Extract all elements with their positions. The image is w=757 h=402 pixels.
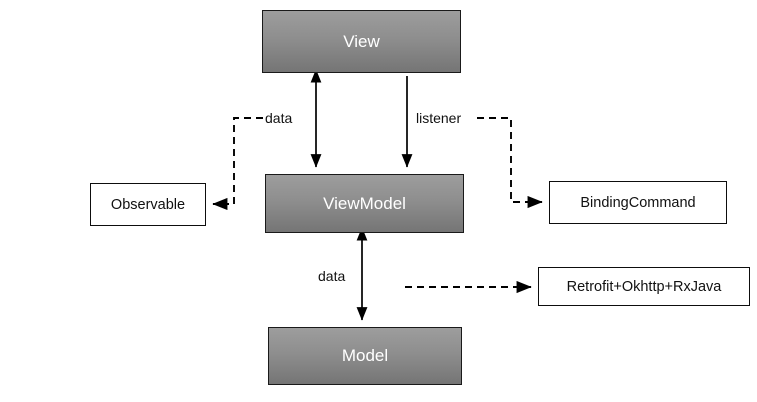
node-viewmodel-label: ViewModel: [323, 193, 406, 213]
node-network-label: Retrofit+Okhttp+RxJava: [566, 278, 722, 295]
edge-label-listener: listener: [416, 110, 462, 126]
node-model-label: Model: [341, 346, 389, 365]
node-network[interactable]: Retrofit+Okhttp+RxJava: [538, 267, 750, 306]
edge-view-bindingcommand-listener: [477, 117, 543, 209]
node-binding-command-label: BindingCommand: [580, 194, 696, 211]
node-view[interactable]: View: [262, 10, 461, 73]
node-binding-command[interactable]: BindingCommand: [549, 181, 727, 224]
node-viewmodel[interactable]: ViewModel: [265, 174, 464, 233]
edge-viewmodel-observable-data: [212, 117, 263, 211]
node-view-label: View: [343, 31, 380, 51]
edge-label-data-bottom: data: [318, 268, 346, 284]
edge-label-data-left: data: [265, 110, 293, 126]
node-observable-label: Observable: [110, 196, 186, 213]
node-observable[interactable]: Observable: [90, 183, 206, 226]
node-model[interactable]: Model: [268, 327, 462, 385]
